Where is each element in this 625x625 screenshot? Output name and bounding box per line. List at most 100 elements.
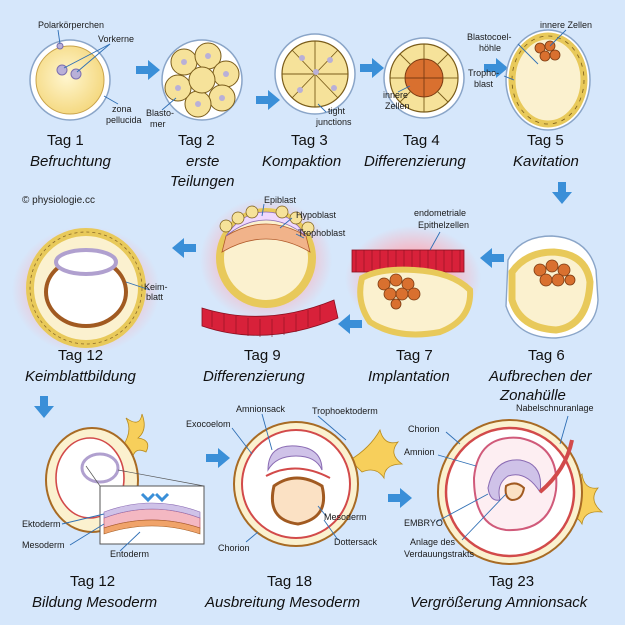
label-mesoderm: Mesoderm: [324, 512, 367, 522]
label-blatt: blatt: [146, 292, 164, 302]
endometrial-epithelium: [201, 299, 339, 337]
zygote: [35, 45, 105, 115]
label-anlage-des: Anlage des: [410, 537, 456, 547]
label-embryo: EMBRYO: [404, 518, 443, 528]
label-tropho: Tropho-: [468, 68, 499, 78]
label-amnionsack: Amnionsack: [236, 404, 286, 414]
label-ektoderm: Ektoderm: [22, 519, 61, 529]
label-endometriale: endometriale: [414, 208, 466, 218]
ectoderm-layer: [103, 502, 201, 519]
arrow-down-icon: [140, 492, 156, 503]
day-label: Tag 7: [396, 347, 433, 364]
nuclei: [175, 53, 229, 107]
arrow-right-icon: [136, 60, 160, 80]
embryo-body: [487, 459, 542, 501]
trophoblast-cells: [219, 205, 315, 235]
stage-day-4: innere Zellen Tag 4 Differenzierung: [364, 37, 466, 170]
label-hypoblast: Hypoblast: [296, 210, 337, 220]
stage-day-2: Blasto- mer Tag 2 erste Teilungen: [146, 39, 243, 190]
day-label: Tag 3: [291, 132, 328, 149]
stage-day-9: Epiblast Hypoblast Trophoblast Tag 9 Dif…: [200, 195, 346, 385]
label-blast: blast: [474, 79, 494, 89]
label-dottersack: Dottersack: [334, 537, 378, 547]
stage-caption: Implantation: [368, 368, 450, 385]
arrow-right-icon: [256, 90, 280, 110]
day-label: Tag 6: [528, 347, 565, 364]
label-trophoblast: Trophoblast: [298, 228, 346, 238]
stage-caption: Ausbreitung Mesoderm: [204, 594, 360, 611]
label-keim: Keim-: [144, 282, 168, 292]
label-vorkerne: Vorkerne: [98, 34, 134, 44]
inner-cells: [534, 40, 561, 62]
stage-day-7: endometriale Epithelzellen Tag 7 Implant…: [345, 208, 481, 385]
copyright-notice: © physiologie.cc: [22, 195, 95, 206]
label-hoehle: höhle: [479, 43, 501, 53]
stage-caption-line-2: Zonahülle: [499, 387, 566, 404]
label-innere-zellen: innere Zellen: [540, 20, 592, 30]
arrow-down-icon: [34, 396, 54, 418]
stage-day-3: tight junctions Tag 3 Kompaktion: [262, 33, 356, 170]
day-label: Tag 2: [178, 132, 215, 149]
stage-caption-line-1: erste: [186, 153, 219, 170]
stage-day-6: Tag 6 Aufbrechen der Zonahülle: [488, 235, 599, 404]
stage-caption: Kompaktion: [262, 153, 341, 170]
label-verdauungstrakts: Verdauungstrakts: [404, 549, 475, 559]
stage-caption: Vergrößerung Amnionsack: [410, 594, 589, 611]
pronucleus: [70, 68, 82, 80]
gut-primordium: [504, 482, 526, 502]
stage-day-18: Amnionsack Exocoelom Trophoektoderm Meso…: [186, 404, 404, 611]
arrow-right-icon: [206, 448, 230, 468]
arrow-right-icon: [388, 488, 412, 508]
label-polarkoerperchen: Polarkörperchen: [38, 20, 104, 30]
nuclei: [297, 55, 337, 93]
trophoblast-ring: [508, 248, 594, 334]
day-label: Tag 12: [70, 573, 115, 590]
stage-day-12-germ-layers: Keim- blatt Tag 12 Keimblattbildung: [12, 226, 168, 385]
label-blastomer-1: Blasto-: [146, 108, 174, 118]
arrow-down-icon: [552, 182, 572, 204]
stage-caption: Befruchtung: [30, 153, 112, 170]
label-exocoelom: Exocoelom: [186, 419, 231, 429]
stage-day-23: Chorion Amnion Nabelschnuranlage EMBRYO …: [404, 403, 604, 611]
blastocyst: [357, 266, 474, 338]
stage-caption-line-1: Aufbrechen der: [488, 368, 593, 385]
label-epithelzellen: Epithelzellen: [418, 220, 469, 230]
stage-caption-line-2: Teilungen: [170, 173, 235, 190]
label-blastocoel: Blastocoel-: [467, 32, 512, 42]
arrow-right-icon: [360, 58, 384, 78]
label-mesoderm: Mesoderm: [22, 540, 65, 550]
pronucleus: [56, 64, 68, 76]
stage-caption: Differenzierung: [364, 153, 466, 170]
mesoderm-band: [265, 467, 331, 479]
stage-caption: Keimblattbildung: [25, 368, 137, 385]
arrow-left-icon: [172, 238, 196, 258]
label-pellucida: pellucida: [106, 115, 142, 125]
amnion-cavity: [54, 248, 118, 276]
label-epiblast: Epiblast: [264, 195, 297, 205]
inner-cells: [377, 273, 421, 310]
label-nabelschnuranlage: Nabelschnuranlage: [516, 403, 594, 413]
day-label: Tag 23: [489, 573, 534, 590]
amnion-cavity: [80, 452, 120, 484]
stage-day-5: innere Zellen Blastocoel- höhle Tropho- …: [467, 20, 592, 170]
endometrial-epithelium: [351, 249, 465, 273]
day-label: Tag 5: [527, 132, 564, 149]
arrow-down-icon: [154, 492, 170, 503]
umbilical-cord: [538, 439, 574, 494]
label-amnion: Amnion: [404, 447, 435, 457]
label-zona: zona: [112, 104, 132, 114]
day-label: Tag 1: [47, 132, 84, 149]
day-label: Tag 4: [403, 132, 440, 149]
stage-caption: Differenzierung: [203, 368, 305, 385]
arrow-right-icon: [484, 58, 508, 78]
label-entoderm: Entoderm: [110, 549, 149, 559]
label-trophoektoderm: Trophoektoderm: [312, 406, 378, 416]
label-chorion: Chorion: [408, 424, 440, 434]
label-tight: tight: [328, 106, 346, 116]
label-innere: innere: [383, 90, 408, 100]
day-label: Tag 9: [244, 347, 281, 364]
endoderm-layer: [103, 519, 201, 535]
inner-cells: [533, 259, 576, 287]
stage-caption: Kavitation: [513, 153, 579, 170]
